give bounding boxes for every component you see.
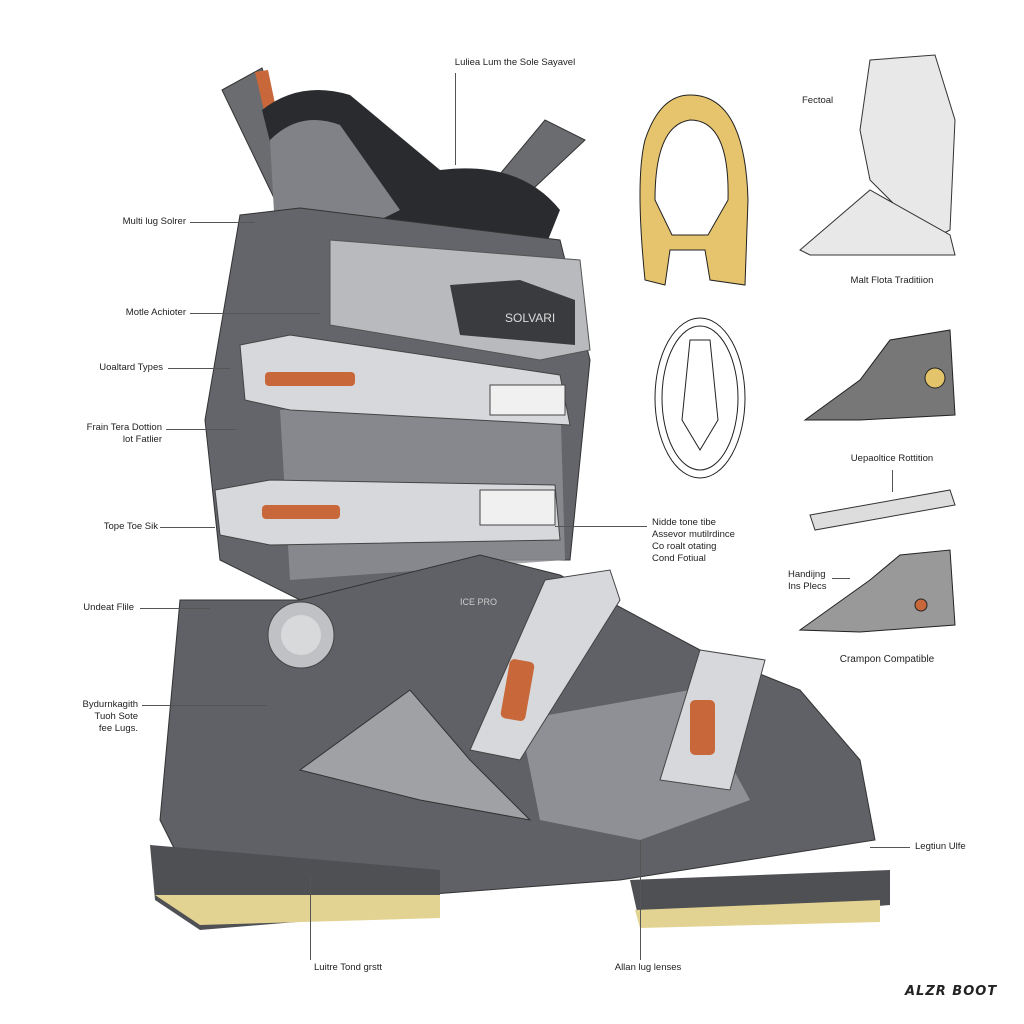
- binding-sketch: [799, 54, 956, 256]
- sole-top-view-yellow: [639, 94, 749, 286]
- label-frain: Frain Tera Dottion lot Fatlier: [87, 422, 162, 446]
- label-motle: Motle Achioter: [125, 307, 186, 318]
- leader-line: [160, 527, 215, 528]
- leader-line: [555, 526, 647, 527]
- leader-line: [142, 705, 267, 706]
- label-bydurn-line2: Tuoh Sote: [94, 711, 138, 722]
- label-undeat: Undeat Flile: [83, 602, 134, 613]
- leader-line: [190, 222, 255, 223]
- leader-line: [832, 578, 850, 579]
- label-nidde-line2: Assevor mutilrdince: [652, 529, 735, 540]
- leader-line: [190, 313, 320, 314]
- label-legtiun: Legtiun Ulfe: [915, 841, 966, 852]
- label-nidde-line4: Cond Fotiual: [652, 553, 706, 564]
- label-bydurn-line1: Bydurnkagith: [82, 699, 138, 710]
- sole-top-view-outline: [654, 317, 746, 479]
- toe-sole: [635, 900, 880, 928]
- side-text: ICE PRO: [460, 597, 497, 607]
- crampon-shoe-1: [803, 329, 956, 421]
- buckle-middle: [214, 479, 561, 546]
- label-tope-toe: Tope Toe Sik: [103, 521, 158, 532]
- leader-line: [168, 368, 230, 369]
- crampon-shoe-2: [798, 549, 956, 633]
- label-bydurn: Bydurnkagith Tuoh Sote fee Lugs.: [83, 699, 138, 735]
- label-nidde-line3: Co roalt otating: [652, 541, 717, 552]
- buckle-upper: [239, 334, 571, 426]
- leader-line: [640, 840, 641, 960]
- label-frain-line1: Frain Tera Dottion: [86, 422, 162, 433]
- signature: ALZR BOOT: [905, 984, 998, 999]
- label-malt-flota: Malt Flota Traditiion: [850, 275, 934, 286]
- label-frain-line2: lot Fatlier: [122, 434, 162, 445]
- buckle-toe: [659, 649, 766, 791]
- label-nidde-line1: Nidde tone tibe: [652, 517, 716, 528]
- crampon-frame: [809, 489, 956, 531]
- leader-line: [310, 875, 311, 960]
- heel-sole: [155, 895, 440, 925]
- brand-plate: [450, 280, 575, 345]
- label-bottom-mid: Allan lug lenses: [614, 962, 682, 973]
- label-handijng-line2: Ins Plecs: [788, 581, 827, 592]
- label-bottom-left: Luitre Tond grstt: [314, 962, 382, 973]
- brand-text: SOLVARI: [505, 311, 555, 325]
- leader-line: [166, 429, 236, 430]
- leader-line: [870, 847, 910, 848]
- leader-line: [140, 608, 210, 609]
- side-ornament: [298, 689, 532, 821]
- label-fectoal: Fectoal: [802, 95, 834, 106]
- label-uoaltard: Uoaltard Types: [99, 362, 163, 373]
- label-bydurn-line3: fee Lugs.: [98, 723, 138, 734]
- label-crampon: Crampon Compatible: [839, 654, 935, 665]
- label-handijng: Handijng Ins Plecs: [788, 569, 827, 593]
- label-uepaoltice: Uepaoltice Rottition: [850, 453, 934, 464]
- leader-line: [892, 470, 893, 492]
- label-multi-lug: Multi lug Solrer: [122, 216, 186, 227]
- label-nidde: Nidde tone tibe Assevor mutilrdince Co r…: [652, 517, 735, 565]
- label-handijng-line1: Handijng: [788, 569, 826, 580]
- leader-line: [455, 73, 456, 165]
- buckle-instep: [469, 569, 621, 761]
- label-top: Luliea Lum the Sole Sayavel: [454, 57, 576, 68]
